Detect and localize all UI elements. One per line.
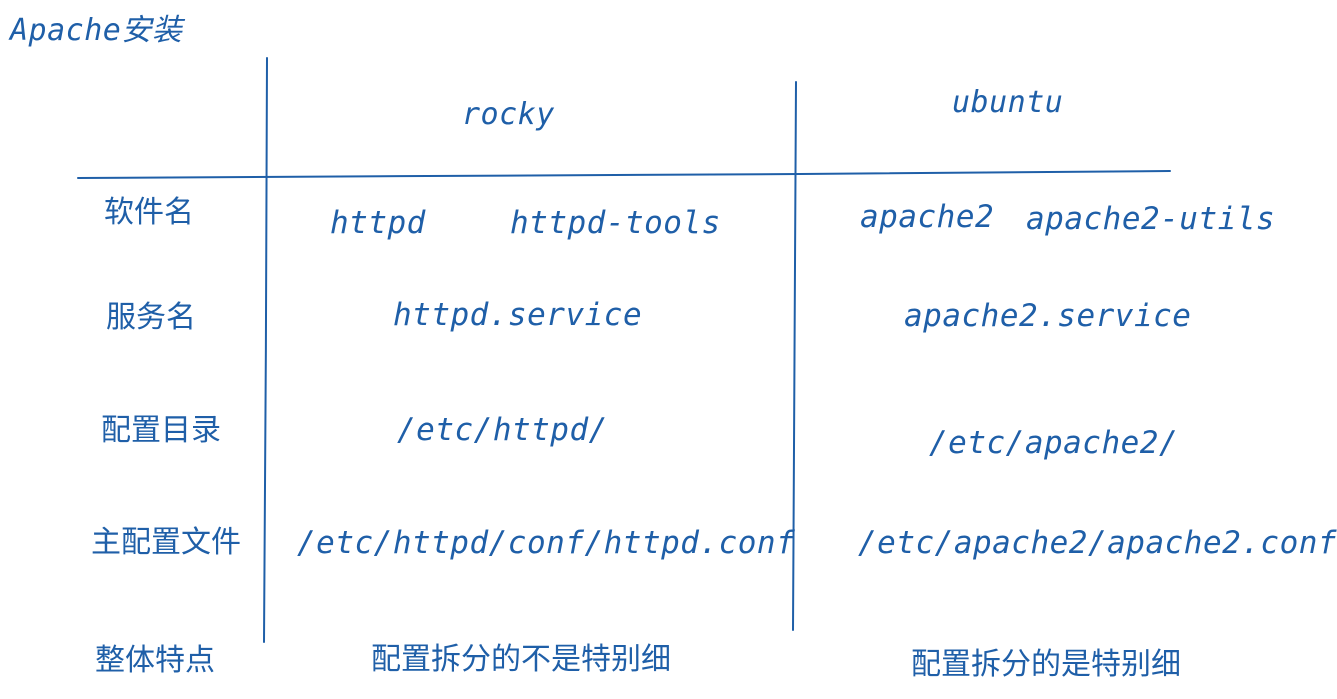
column-header-rocky: rocky xyxy=(462,97,555,132)
ubuntu-package-apache2-utils: apache2-utils xyxy=(1026,201,1276,237)
row-label-main-config: 主配置文件 xyxy=(91,525,241,560)
rocky-features: 配置拆分的不是特别细 xyxy=(371,642,671,677)
ubuntu-main-config: /etc/apache2/apache2.conf xyxy=(858,525,1337,561)
ubuntu-config-dir: /etc/apache2/ xyxy=(929,425,1179,461)
rocky-service-name: httpd.service xyxy=(393,297,643,333)
row-label-config-dir: 配置目录 xyxy=(101,413,221,448)
row-label-service: 服务名 xyxy=(106,300,196,335)
middle-vertical-line xyxy=(792,81,797,631)
ubuntu-service-name: apache2.service xyxy=(904,298,1192,334)
column-header-ubuntu: ubuntu xyxy=(952,85,1064,120)
header-divider-line xyxy=(77,170,1171,179)
rocky-config-dir: /etc/httpd/ xyxy=(397,412,608,448)
left-vertical-line xyxy=(263,57,268,643)
row-label-package: 软件名 xyxy=(104,195,194,230)
rocky-main-config: /etc/httpd/conf/httpd.conf xyxy=(297,525,796,561)
diagram-title: Apache安装 xyxy=(10,13,183,48)
row-label-features: 整体特点 xyxy=(95,643,215,678)
rocky-package-httpd: httpd xyxy=(330,205,426,241)
rocky-package-httpd-tools: httpd-tools xyxy=(510,205,721,241)
ubuntu-package-apache2: apache2 xyxy=(860,199,995,235)
ubuntu-features: 配置拆分的是特别细 xyxy=(911,647,1181,682)
